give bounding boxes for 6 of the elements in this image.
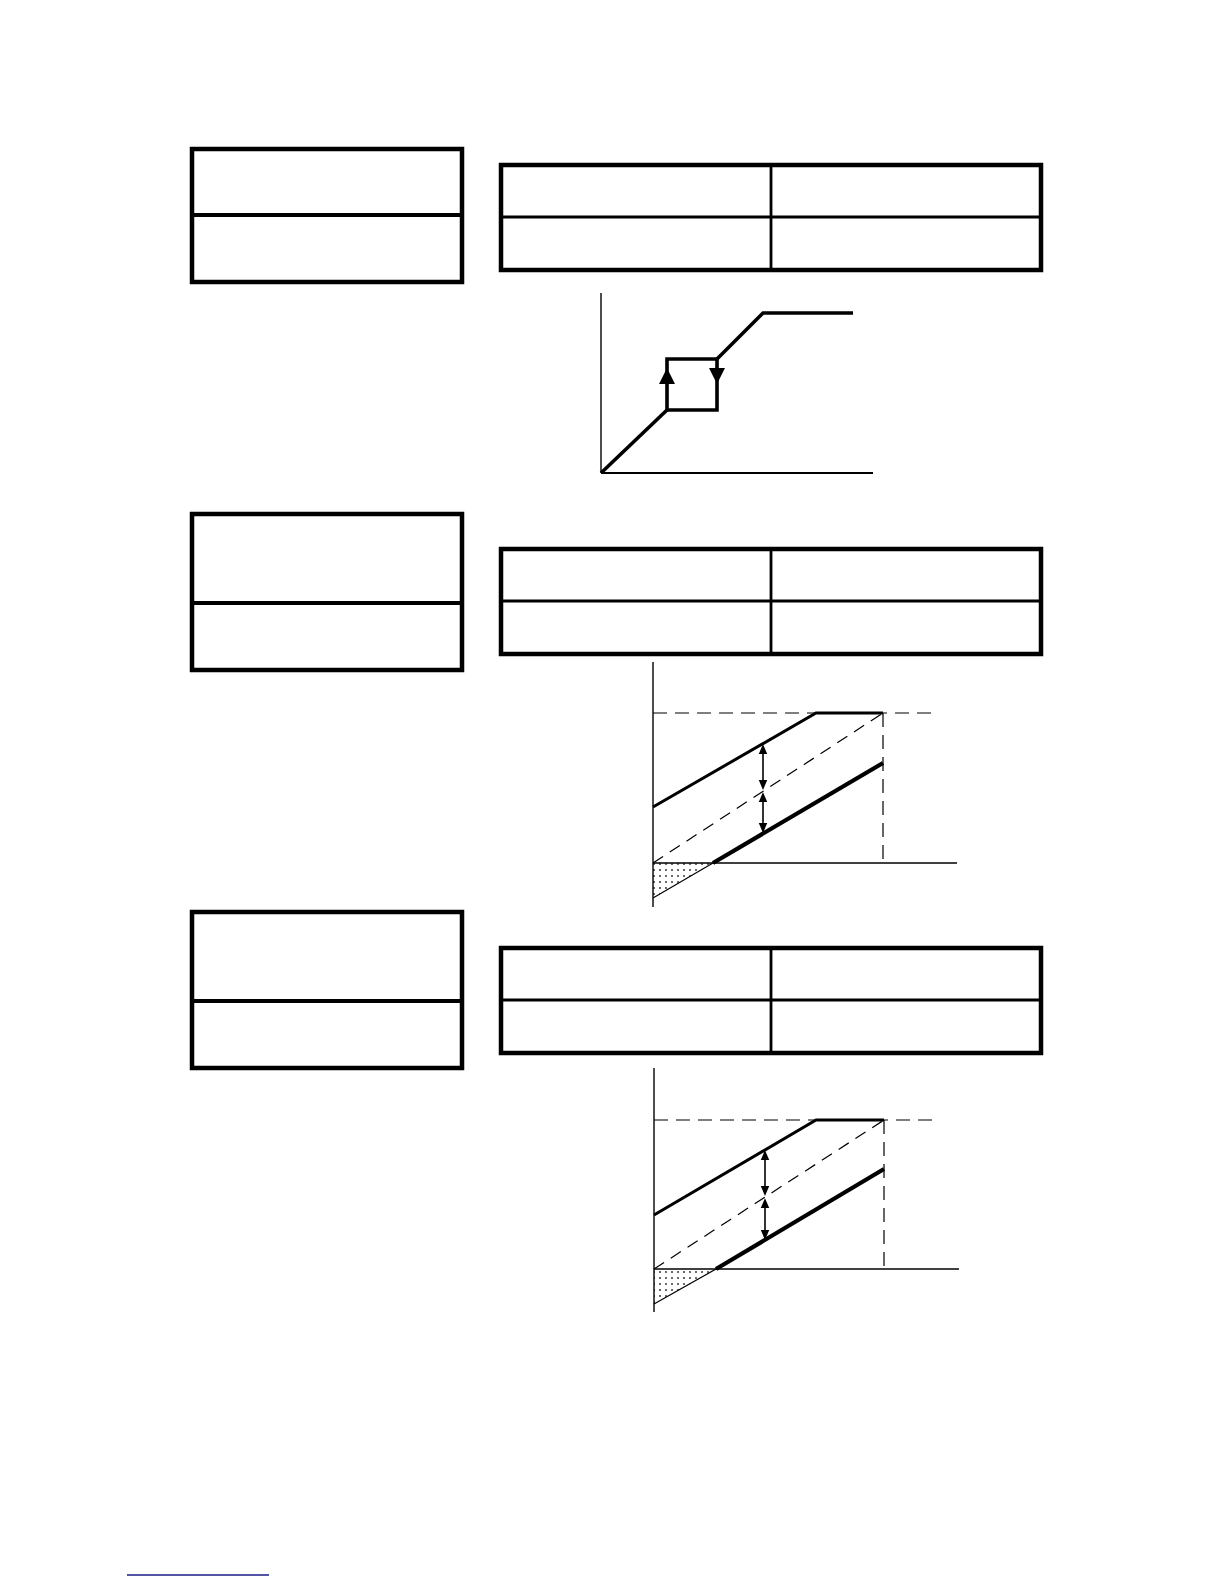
empty-table <box>498 945 1044 1056</box>
empty-table <box>498 162 1044 273</box>
empty-box <box>189 146 465 285</box>
empty-box <box>189 511 465 673</box>
empty-box <box>189 909 465 1071</box>
empty-table <box>498 546 1044 657</box>
